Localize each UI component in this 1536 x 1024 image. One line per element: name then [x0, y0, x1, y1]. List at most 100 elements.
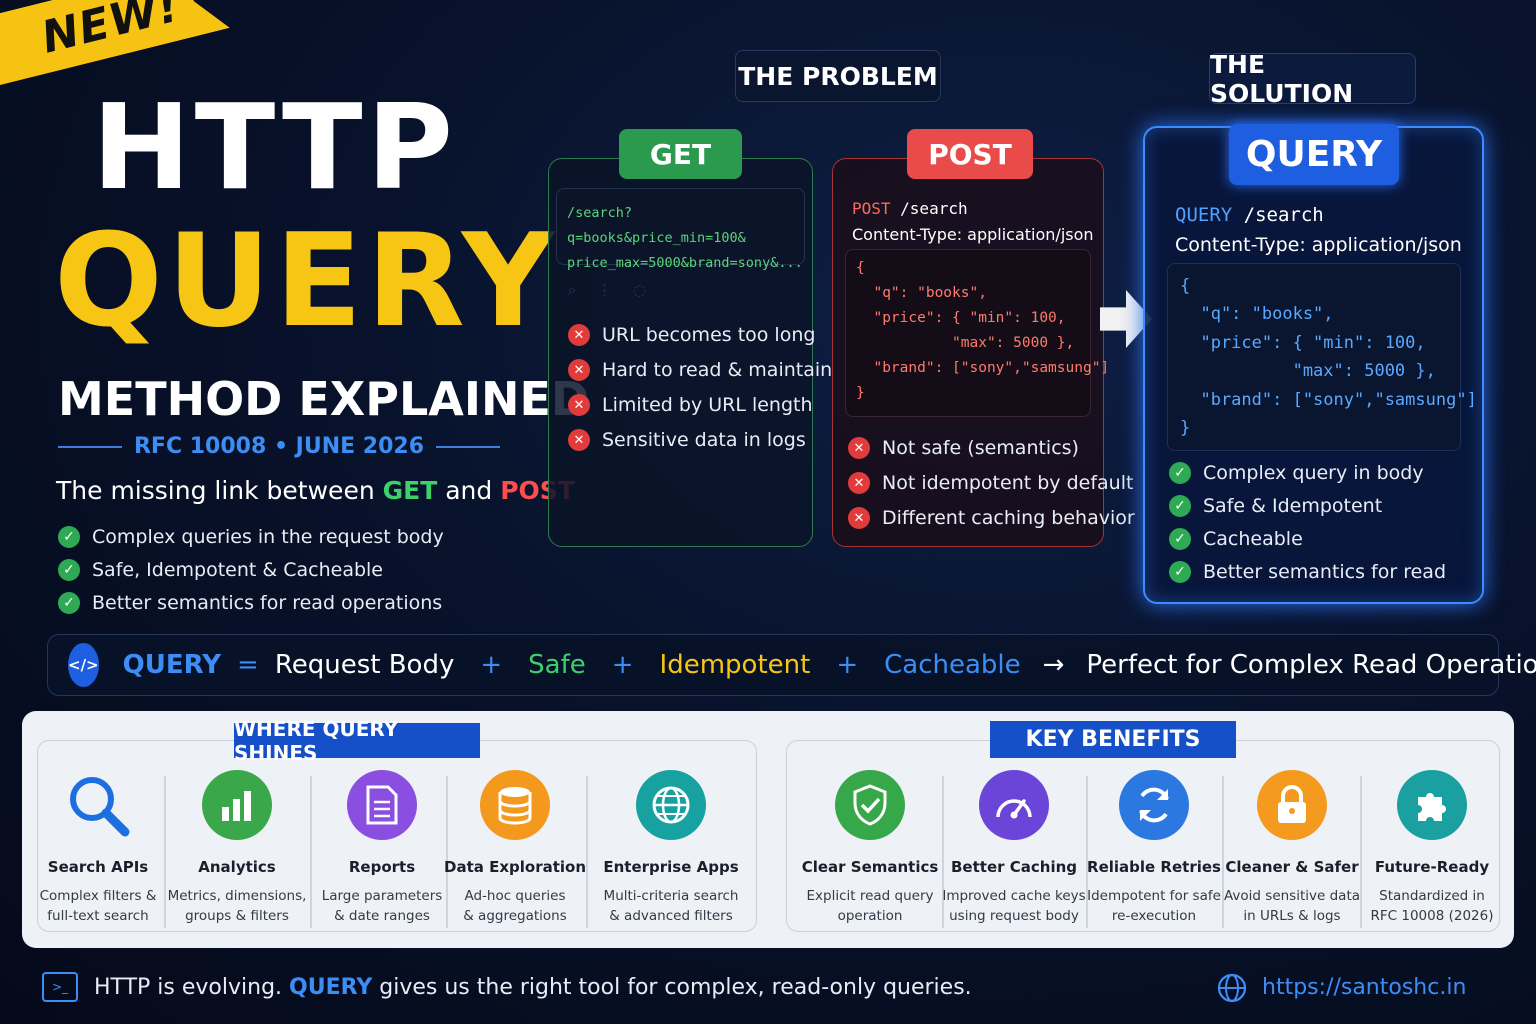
- tile-title: Analytics: [198, 858, 276, 876]
- footer-pre: HTTP is evolving.: [94, 975, 290, 1000]
- issue-text: Hard to read & maintain: [602, 359, 833, 381]
- tile-desc: & aggregations: [463, 908, 567, 925]
- formula-plus: +: [836, 650, 859, 680]
- list-item: ✕ Not idempotent by default: [848, 472, 1135, 494]
- divider: [164, 776, 166, 928]
- tile-data-exploration: Data Exploration Ad-hoc queries & aggreg…: [444, 770, 586, 927]
- formula-query: QUERY: [122, 650, 222, 680]
- benefits-label: KEY BENEFITS: [990, 721, 1236, 758]
- url-line: /search?q=books&price_min=100&: [567, 205, 746, 246]
- tile-future-ready: Future-Ready Standardized in RFC 10008 (…: [1368, 770, 1496, 927]
- formula-arrow: →: [1042, 650, 1065, 680]
- issue-text: Different caching behavior: [882, 507, 1135, 529]
- check-icon: ✓: [58, 592, 80, 614]
- globe-icon: [1217, 973, 1247, 1003]
- tile-desc: re-execution: [1111, 908, 1197, 925]
- divider: [586, 776, 588, 928]
- x-icon: ✕: [568, 324, 590, 346]
- query-label: QUERY: [1229, 124, 1399, 185]
- tile-desc: in URLs & logs: [1243, 908, 1341, 925]
- post-label: POST: [907, 129, 1033, 179]
- new-badge: NEW!: [0, 0, 230, 86]
- issue-text: Limited by URL length: [602, 394, 813, 416]
- benefit-text: Better semantics for read: [1203, 561, 1447, 583]
- database-icon: [480, 770, 550, 840]
- formula-bar: </> QUERY = Request Body + Safe + Idempo…: [47, 634, 1536, 696]
- tile-search-apis: Search APIs Complex filters & full-text …: [40, 770, 156, 927]
- tile-title: Clear Semantics: [801, 858, 939, 876]
- check-icon: ✓: [58, 526, 80, 548]
- tile-desc: full-text search: [47, 908, 149, 925]
- divider: [310, 776, 312, 928]
- divider: [446, 776, 448, 928]
- list-item: ✕ Limited by URL length: [568, 394, 832, 416]
- faded-search-icon: ⌕ ⋮ ◌: [568, 281, 655, 299]
- divider: [1360, 776, 1362, 928]
- post-path: /search: [890, 199, 968, 218]
- x-icon: ✕: [568, 394, 590, 416]
- tile-title: Reports: [348, 858, 416, 876]
- formula-idempotent: Idempotent: [659, 650, 811, 680]
- left-points: ✓ Complex queries in the request body ✓ Sa…: [58, 526, 444, 614]
- rfc-text: RFC 10008 • JUNE 2026: [133, 434, 425, 459]
- rfc-line: RFC 10008 • JUNE 2026: [58, 434, 501, 459]
- list-item: ✓Complex query in body: [1169, 462, 1446, 484]
- title-method-explained: METHOD EXPLAINED: [58, 372, 590, 426]
- tile-enterprise-apps: Enterprise Apps Multi-criteria search & …: [598, 770, 744, 927]
- tile-reliable-retries: Reliable Retries Idempotent for safe re-…: [1087, 770, 1221, 927]
- tile-title: Data Exploration: [444, 858, 587, 876]
- formula-plus: +: [480, 650, 503, 680]
- tile-title: Future-Ready: [1374, 858, 1490, 876]
- tile-better-caching: Better Caching Improved cache keys using…: [942, 770, 1086, 927]
- check-icon: ✓: [1169, 495, 1191, 517]
- puzzle-icon: [1397, 770, 1467, 840]
- check-icon: ✓: [58, 559, 80, 581]
- post-body-code: { "q": "books", "price": { "min": 100, "…: [845, 249, 1109, 417]
- globe-icon: [636, 770, 706, 840]
- list-item: ✓Cacheable: [1169, 528, 1446, 550]
- tagline-get: GET: [382, 476, 438, 505]
- query-benefits: ✓Complex query in body ✓Safe & Idempoten…: [1169, 462, 1446, 583]
- title-http: HTTP: [92, 78, 457, 216]
- problem-label: THE PROBLEM: [735, 50, 941, 102]
- list-item: ✕ Different caching behavior: [848, 507, 1135, 529]
- divider: [1086, 776, 1088, 928]
- divider: [1222, 776, 1224, 928]
- point-text: Complex queries in the request body: [92, 526, 444, 548]
- gauge-icon: [979, 770, 1049, 840]
- shines-label: WHERE QUERY SHINES: [234, 717, 480, 765]
- list-item: ✕Hard to read & maintain: [568, 359, 832, 381]
- code-icon: </>: [68, 643, 99, 687]
- tile-desc: Avoid sensitive data: [1223, 888, 1361, 904]
- x-icon: ✕: [848, 437, 870, 459]
- tagline-text: The missing link between: [56, 476, 383, 505]
- tile-analytics: Analytics Metrics, dimensions, groups & …: [168, 770, 306, 927]
- url-line: price_max=5000&brand=sony&...: [567, 254, 803, 271]
- check-icon: ✓: [1169, 462, 1191, 484]
- tile-desc: Large parameters: [321, 888, 443, 904]
- x-icon: ✕: [848, 507, 870, 529]
- x-icon: ✕: [848, 472, 870, 494]
- point-text: Safe, Idempotent & Cacheable: [92, 559, 383, 581]
- footer-post: gives us the right tool for complex, rea…: [372, 975, 972, 1000]
- tile-title: Search APIs: [47, 858, 149, 876]
- formula-result: Perfect for Complex Read Operations: [1086, 650, 1536, 680]
- list-item: ✕URL becomes too long: [568, 324, 832, 346]
- refresh-icon: [1119, 770, 1189, 840]
- tagline-text: and: [437, 476, 501, 505]
- tile-desc: RFC 10008 (2026): [1370, 908, 1494, 925]
- tile-reports: Reports Large parameters & date ranges: [318, 770, 446, 927]
- tile-title: Enterprise Apps: [603, 858, 739, 876]
- list-item: ✓Better semantics for read operations: [58, 592, 444, 614]
- list-item: ✓ Complex queries in the request body: [58, 526, 444, 548]
- tile-desc: Multi-criteria search: [603, 888, 739, 904]
- query-method: QUERY: [1175, 204, 1233, 226]
- title-query: QUERY: [54, 207, 559, 356]
- tile-title: Reliable Retries: [1087, 858, 1221, 876]
- formula-plus: +: [611, 650, 634, 680]
- tile-clear-semantics: Clear Semantics Explicit read query oper…: [802, 770, 938, 927]
- footer-url-link[interactable]: https://santoshc.in: [1262, 975, 1467, 1000]
- issue-text: Not idempotent by default: [882, 472, 1134, 494]
- query-body-code: { "q": "books", "price": { "min": 100, "…: [1167, 263, 1477, 451]
- bar-chart-icon: [202, 770, 272, 840]
